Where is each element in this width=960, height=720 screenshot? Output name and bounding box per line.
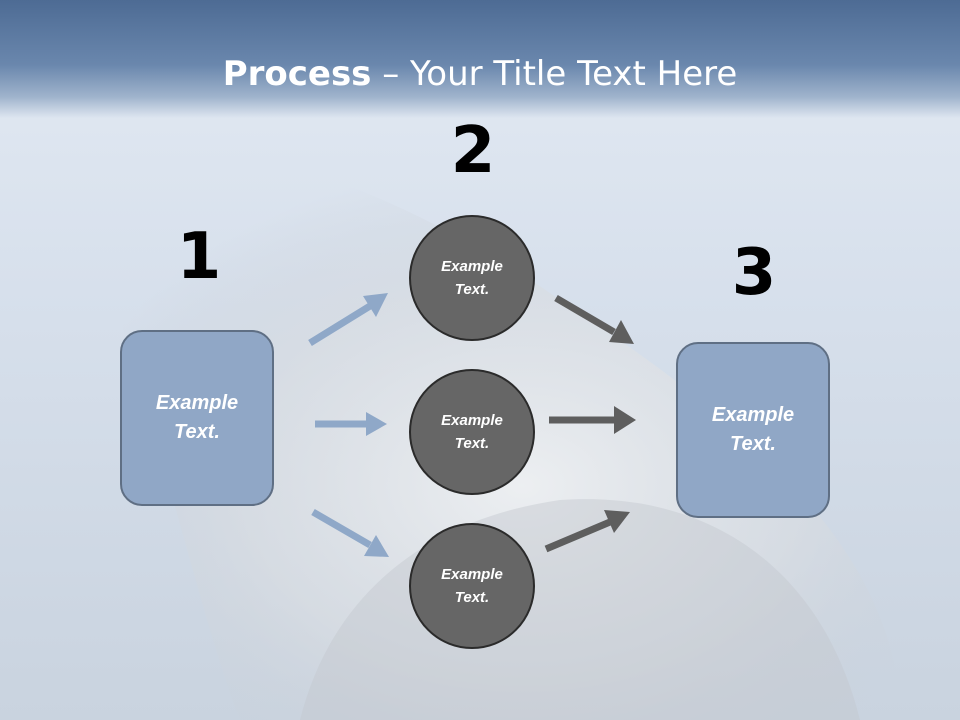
title-bar xyxy=(0,0,960,118)
right-process-box[interactable]: Example Text. xyxy=(676,342,830,518)
circle-bottom-label: Example Text. xyxy=(441,566,503,606)
left-box-label: Example Text. xyxy=(155,392,239,443)
arrow-up-right-gray-icon xyxy=(544,510,630,553)
process-circle-middle[interactable]: Example Text. xyxy=(409,369,535,495)
arrow-down-right-gray-icon xyxy=(554,294,634,344)
arrow-right-gray-icon xyxy=(549,406,636,434)
left-process-box[interactable]: Example Text. xyxy=(120,330,274,506)
step-number-3: 3 xyxy=(731,236,777,310)
arrow-right-icon xyxy=(315,412,387,436)
slide-title: Process – Your Title Text Here xyxy=(0,52,960,96)
process-circle-top[interactable]: Example Text. xyxy=(409,215,535,341)
step-number-1: 1 xyxy=(176,220,222,294)
circle-top-label: Example Text. xyxy=(441,258,503,298)
process-circle-bottom[interactable]: Example Text. xyxy=(409,523,535,649)
circle-middle-label: Example Text. xyxy=(441,412,503,452)
title-rest: – Your Title Text Here xyxy=(371,54,738,94)
title-bold: Process xyxy=(222,54,372,94)
step-number-2: 2 xyxy=(450,114,496,188)
right-box-label: Example Text. xyxy=(711,404,795,455)
arrow-down-right-icon xyxy=(311,508,389,557)
arrow-up-right-icon xyxy=(308,293,388,346)
